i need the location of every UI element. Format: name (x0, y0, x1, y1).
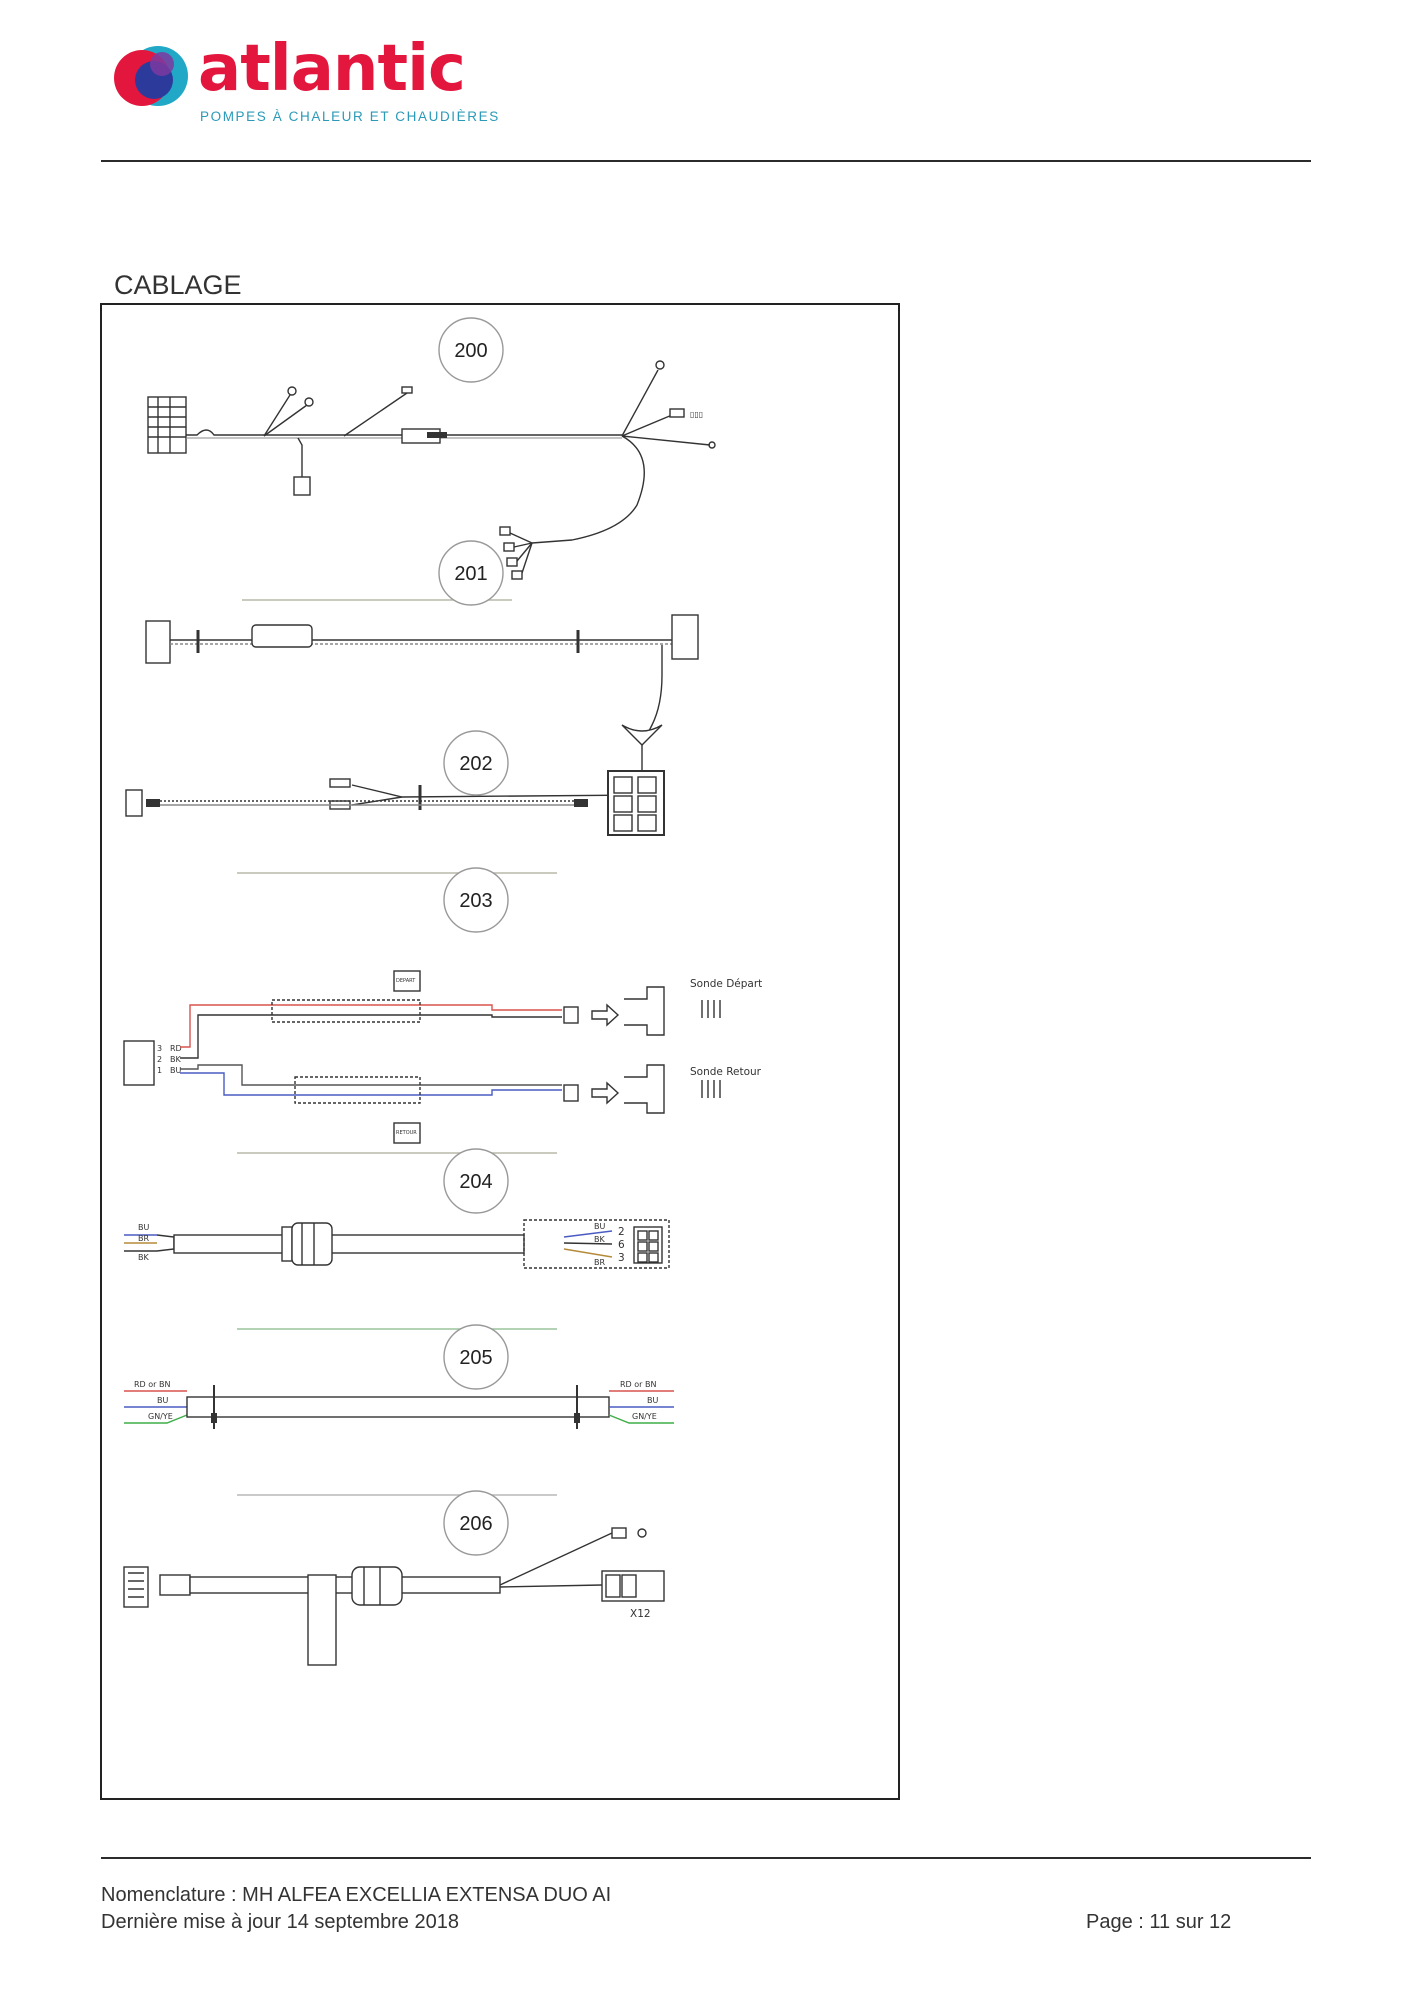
footer-rule (101, 1857, 1311, 1859)
harness-number-202: 202 (459, 753, 492, 775)
section-title: CABLAGE (114, 270, 242, 300)
logo-mark-icon (114, 46, 188, 106)
header-rule (101, 160, 1311, 162)
wire-label: BU (594, 1222, 605, 1231)
harness-number-203: 203 (459, 890, 492, 912)
svg-text:▯▯▯: ▯▯▯ (690, 410, 703, 419)
wiring-diagram: 200 ▯▯▯ 201 (123, 317, 762, 1666)
pin-label: 3 (618, 1252, 625, 1264)
pin-label: 6 (618, 1239, 625, 1251)
probe-tag-depart: DEPART (396, 978, 416, 984)
harness-204: 204 BU BR BK BU BK BR 2 6 3 (124, 1148, 670, 1330)
harness-number-204: 204 (459, 1171, 492, 1193)
wire-label: BU (647, 1396, 658, 1405)
wiring-diagram-frame: 200 ▯▯▯ 201 (100, 303, 900, 1800)
harness-206: 206 X12 (123, 1490, 665, 1666)
wire-label: GN/YE (148, 1412, 173, 1421)
harness-number-201: 201 (454, 563, 487, 585)
probe-label-retour: Sonde Retour (690, 1066, 762, 1078)
last-update-date: Dernière mise à jour 14 septembre 2018 (101, 1911, 459, 1933)
wire-label: BK (138, 1253, 149, 1262)
wire-label: GN/YE (632, 1412, 657, 1421)
wire-label: RD or BN (134, 1380, 170, 1389)
document-title: Nomenclature : MH ALFEA EXCELLIA EXTENSA… (101, 1884, 612, 1906)
wire-label: RD (170, 1044, 182, 1053)
pin-label: 2 (618, 1226, 625, 1238)
harness-202: 202 (125, 730, 665, 874)
pin-label: 3 (157, 1044, 162, 1053)
harness-200: 200 ▯▯▯ (147, 317, 716, 601)
wire-label: BU (138, 1223, 149, 1232)
wire-label: BR (138, 1234, 149, 1243)
connector-label-x12: X12 (630, 1608, 651, 1620)
wire-label: BK (594, 1235, 605, 1244)
wire-label: BR (594, 1258, 605, 1267)
page-number: Page : 11 sur 12 (1086, 1911, 1232, 1933)
pin-label: 2 (157, 1055, 162, 1064)
wire-label: BK (170, 1055, 181, 1064)
brand-tagline: POMPES À CHALEUR ET CHAUDIÈRES (200, 109, 500, 124)
harness-number-206: 206 (459, 1513, 492, 1535)
probe-label-depart: Sonde Départ (690, 978, 762, 990)
brand-name: atlantic (198, 32, 466, 106)
harness-203: 203 3 2 1 RD BK BU DEPART RETOUR Sonde D… (123, 867, 762, 1154)
wire-label: RD or BN (620, 1380, 656, 1389)
harness-number-200: 200 (454, 340, 487, 362)
probe-tag-retour: RETOUR (396, 1130, 417, 1136)
pin-label: 1 (157, 1066, 162, 1075)
harness-201: 201 (145, 540, 699, 810)
brand-logo: atlantic POMPES À CHALEUR ET CHAUDIÈRES (112, 32, 498, 128)
wire-label: BU (157, 1396, 168, 1405)
wire-label: BU (170, 1066, 181, 1075)
harness-205: 205 RD or BN BU GN/YE RD or BN BU GN/YE (124, 1324, 674, 1496)
harness-number-205: 205 (459, 1347, 492, 1369)
